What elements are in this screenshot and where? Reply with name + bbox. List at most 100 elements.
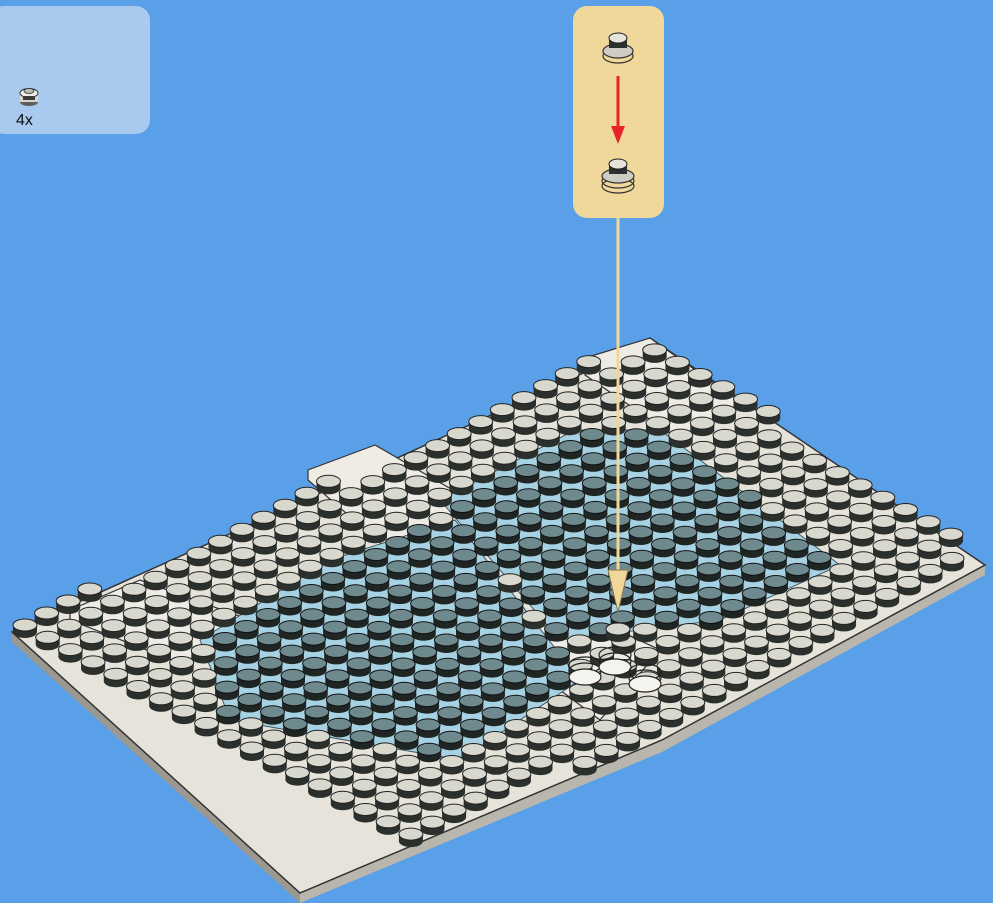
stud [734,393,758,412]
stud [320,548,344,567]
stud [210,560,234,579]
stud [187,547,211,566]
stud [484,756,508,775]
stud [363,524,387,543]
stud [695,514,719,533]
stud [670,453,694,472]
stud [665,356,689,375]
stud [212,608,236,627]
stud [721,600,745,619]
stud [172,705,196,724]
stud [630,550,654,569]
stud [673,526,697,545]
stud [559,441,583,460]
stud [739,515,763,534]
stud [481,683,505,702]
stud [827,491,851,510]
stud [545,623,569,642]
stud [626,453,650,472]
stud [209,535,233,554]
stud [146,620,170,639]
stud [737,466,761,485]
stud [690,417,714,436]
stud [571,708,595,727]
stud [412,622,436,641]
stud [756,405,780,424]
stud [195,717,219,736]
stud [722,624,746,643]
stud [546,647,570,666]
stud [643,344,667,363]
stud [693,466,717,485]
stud [302,633,326,652]
stud [462,744,486,763]
stud [426,440,450,459]
stud [786,564,810,583]
stud [439,731,463,750]
stud [469,416,493,435]
stud [395,731,419,750]
stud [700,636,724,655]
stud [428,488,452,507]
stud [601,392,625,411]
stud [387,561,411,580]
stud [525,683,549,702]
stud [871,491,895,510]
stud [421,816,445,835]
stud [781,466,805,485]
stud [438,707,462,726]
stud [169,632,193,651]
stud [458,671,482,690]
stud [825,467,849,486]
stud [501,647,525,666]
stud [586,550,610,569]
stud [496,525,520,544]
stud [600,368,624,387]
stud [367,621,391,640]
stud [214,657,238,676]
stud [562,513,586,532]
stud [848,479,872,498]
stud [217,730,241,749]
stud [406,500,430,519]
stud [441,780,465,799]
stud [284,742,308,761]
stud [806,527,830,546]
stud [125,656,149,675]
stud [449,476,473,495]
stud [103,644,127,663]
stud [211,584,235,603]
stud [522,610,546,629]
stud [344,585,368,604]
stud [645,393,669,412]
stud [717,527,741,546]
stud [896,552,920,571]
stud [442,804,466,823]
stud [474,537,498,556]
stud [696,539,720,558]
stud [340,512,364,531]
stud [385,512,409,531]
stud [534,380,558,399]
stud [404,452,428,471]
stud [373,743,397,762]
stud [318,500,342,519]
stud [391,658,415,677]
stud [691,441,715,460]
stud [873,540,897,559]
stud [538,477,562,496]
stud [365,573,389,592]
stud [570,684,594,703]
stud [455,598,479,617]
stud [255,584,279,603]
stud [239,718,263,737]
stud [644,368,668,387]
stud [803,454,827,473]
stud [674,551,698,570]
stud [35,607,59,626]
stud [736,442,760,461]
stud [369,646,393,665]
stud [419,792,443,811]
stud [573,756,597,775]
stud [631,575,655,594]
